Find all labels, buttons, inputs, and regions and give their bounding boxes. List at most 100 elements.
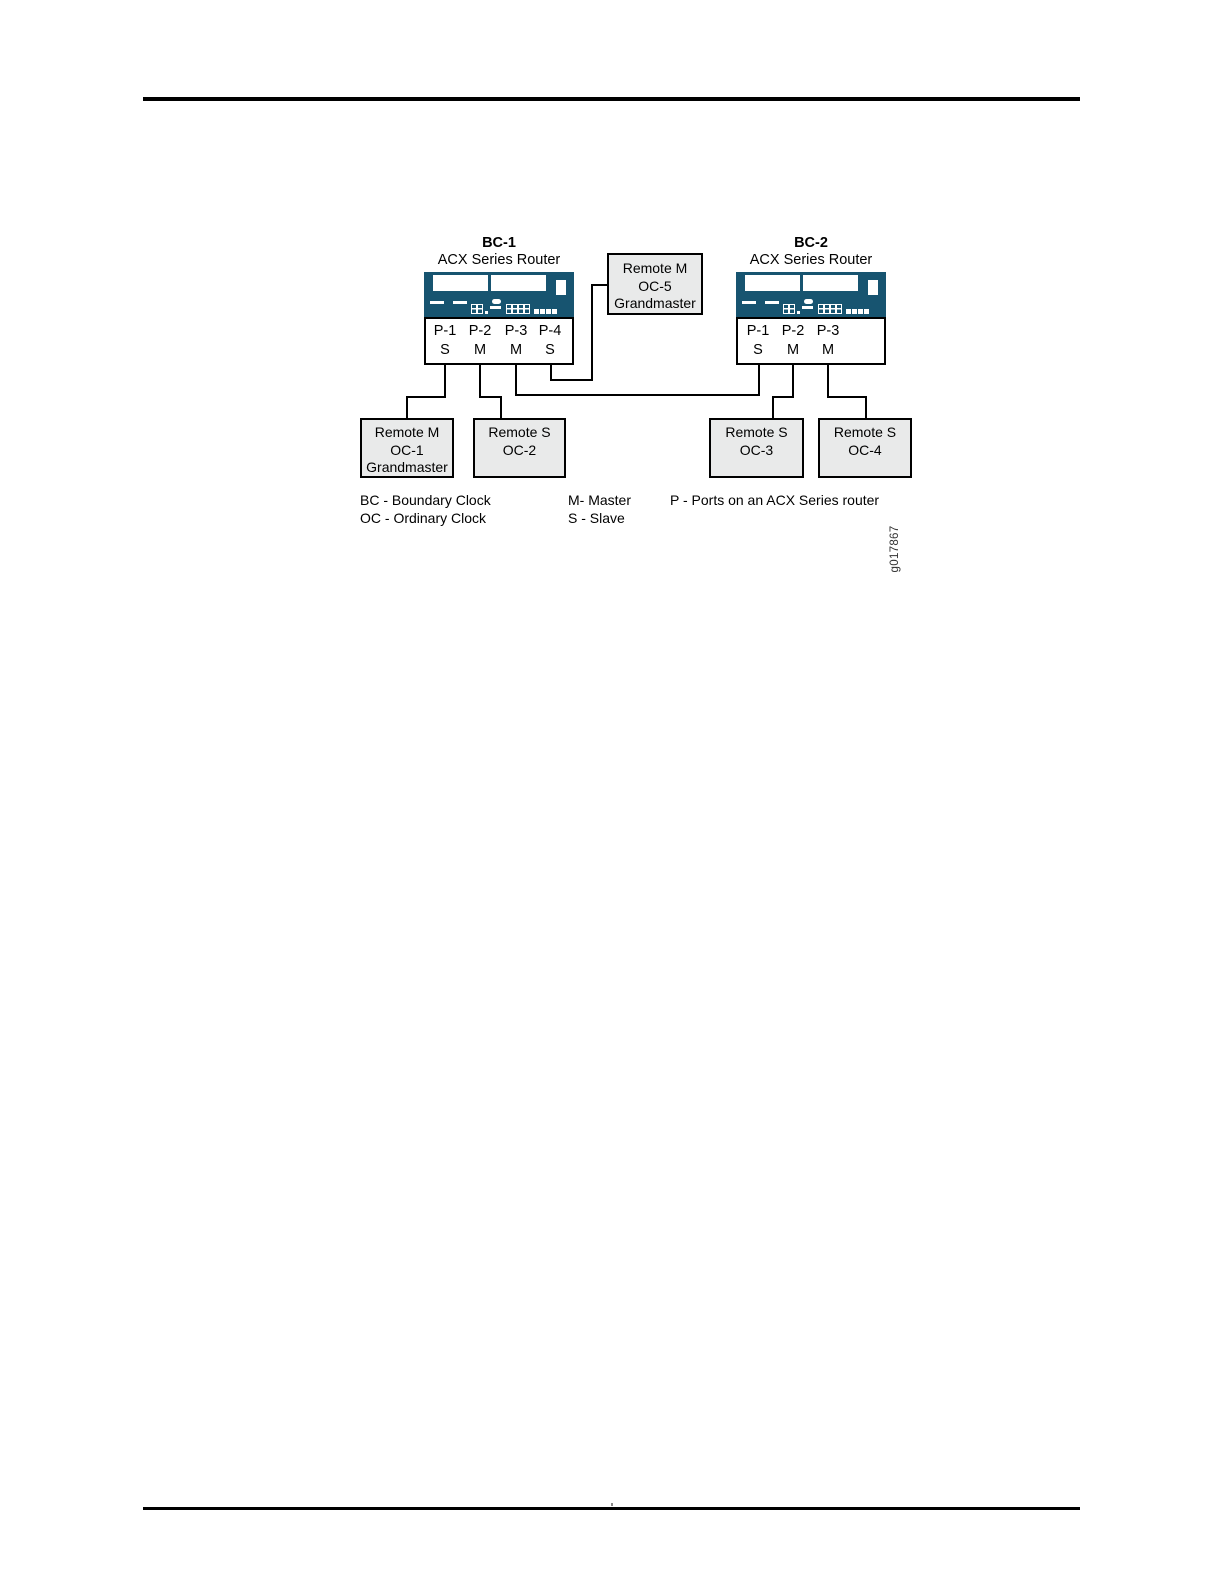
port-led-icon xyxy=(524,304,530,314)
bc1-router-image xyxy=(424,272,574,317)
port-role: S xyxy=(753,342,763,358)
connector-line xyxy=(479,365,481,398)
port-role: M xyxy=(786,342,800,358)
bc1-subtitle: ACX Series Router xyxy=(437,251,561,268)
port-led-icon xyxy=(789,304,795,314)
port-role: M xyxy=(821,342,835,358)
connector-line xyxy=(827,365,829,398)
port-name: P-3 xyxy=(816,323,840,339)
bc1-port-p4: P-4 S xyxy=(532,322,568,360)
connector-line xyxy=(515,365,517,396)
oc4-box: Remote S OC-4 xyxy=(818,418,912,478)
bc1-port-p2: P-2 M xyxy=(462,322,498,360)
led-dot-icon xyxy=(846,309,851,314)
port-name: P-2 xyxy=(468,323,492,339)
oc3-line: Remote S xyxy=(725,424,788,440)
oc1-line: Remote M xyxy=(374,424,440,440)
button-oval-icon xyxy=(492,299,501,304)
led-dot-icon xyxy=(797,311,800,314)
legend-column-ports: P - Ports on an ACX Series router xyxy=(670,492,879,510)
led-dot-icon xyxy=(552,309,557,314)
port-role: M xyxy=(473,342,487,358)
oc4-line: Remote S xyxy=(833,424,897,440)
bc1-port-p3: P-3 M xyxy=(498,322,534,360)
oc1-line: Grandmaster xyxy=(366,459,448,475)
connector-line xyxy=(550,365,552,381)
oc2-line: OC-2 xyxy=(502,441,537,458)
oc2-line: Remote S xyxy=(488,424,551,440)
oc2-box: Remote S OC-2 xyxy=(473,418,566,478)
led-dot-icon xyxy=(546,309,551,314)
oc1-line: OC-1 xyxy=(390,441,424,458)
header-rule xyxy=(143,97,1080,101)
bc2-port-p1: P-1 S xyxy=(740,322,776,360)
bc1-title: BC-1 xyxy=(482,235,516,251)
led-dot-icon xyxy=(858,309,863,314)
footer-tick-mark xyxy=(611,1503,613,1506)
legend-column-clocks: BC - Boundary Clock OC - Ordinary Clock xyxy=(360,492,491,527)
faceplate-slot-icon xyxy=(765,301,779,304)
legend-column-roles: M- Master S - Slave xyxy=(568,492,631,527)
connector-line xyxy=(772,396,794,398)
port-name: P-2 xyxy=(781,323,805,339)
led-dot-icon xyxy=(852,309,857,314)
connector-line xyxy=(444,365,446,398)
port-name: P-1 xyxy=(746,323,770,339)
led-dot-icon xyxy=(534,309,539,314)
bc2-subtitle: ACX Series Router xyxy=(749,251,873,268)
port-led-icon xyxy=(512,304,518,314)
led-dot-icon xyxy=(485,311,488,314)
bc2-port-p2: P-2 M xyxy=(775,322,811,360)
oc5-line: Grandmaster xyxy=(614,295,696,311)
connector-line xyxy=(515,394,760,396)
legend-entry: OC - Ordinary Clock xyxy=(360,509,487,526)
bc2-title: BC-2 xyxy=(794,235,828,251)
footer-rule xyxy=(143,1507,1080,1510)
figure-id: g017867 xyxy=(889,525,901,573)
port-name: P-3 xyxy=(504,323,528,339)
legend-entry: M- Master xyxy=(568,492,631,508)
port-role: M xyxy=(509,342,523,358)
port-role: S xyxy=(545,342,555,358)
port-led-icon xyxy=(836,304,842,314)
port-led-icon xyxy=(477,304,483,314)
faceplate-module-icon xyxy=(556,280,566,295)
port-name: P-1 xyxy=(433,323,457,339)
port-led-icon xyxy=(818,304,824,314)
oc5-box: Remote M OC-5 Grandmaster xyxy=(607,253,703,315)
port-led-icon xyxy=(518,304,524,314)
oc3-line: OC-3 xyxy=(739,441,774,458)
faceplate-module-icon xyxy=(868,280,878,295)
port-led-icon xyxy=(824,304,830,314)
connector-line xyxy=(772,398,774,418)
bc2-ports-box: P-1 S P-2 M P-3 M xyxy=(736,317,886,365)
connector-line xyxy=(591,284,607,286)
bc1-port-p1: P-1 S xyxy=(427,322,463,360)
bc1-ports-box: P-1 S P-2 M P-3 M P-4 S xyxy=(424,317,574,365)
connector-line xyxy=(591,284,593,381)
connector-line xyxy=(792,365,794,398)
faceplate-slot-icon xyxy=(430,301,444,304)
connector-line xyxy=(827,396,867,398)
button-oval-icon xyxy=(804,299,813,304)
connector-line xyxy=(406,396,446,398)
faceplate-slot-icon xyxy=(742,301,756,304)
faceplate-slot-icon xyxy=(802,306,813,309)
connector-line xyxy=(550,379,593,381)
port-role: S xyxy=(440,342,450,358)
oc3-box: Remote S OC-3 xyxy=(709,418,804,478)
bc2-router-image xyxy=(736,272,886,317)
oc5-line: OC-5 xyxy=(638,277,672,294)
port-led-icon xyxy=(471,304,477,314)
connector-line xyxy=(479,396,502,398)
bc2-label: BC-2 ACX Series Router xyxy=(736,235,886,268)
oc5-line: Remote M xyxy=(622,260,688,276)
led-dot-icon xyxy=(864,309,869,314)
led-dot-icon xyxy=(540,309,545,314)
legend-entry: S - Slave xyxy=(568,509,625,526)
bc2-port-p3: P-3 M xyxy=(810,322,846,360)
faceplate-panel-icon xyxy=(803,275,858,291)
port-led-icon xyxy=(783,304,789,314)
legend-entry: BC - Boundary Clock xyxy=(360,492,491,508)
oc4-line: OC-4 xyxy=(848,441,882,458)
